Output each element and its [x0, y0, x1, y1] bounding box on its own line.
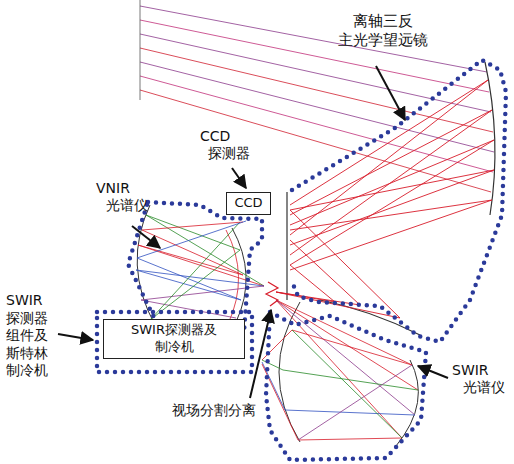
- callout-label: 视场分割分离: [172, 402, 256, 420]
- collimator-mirror: [137, 205, 155, 325]
- detector-box: CCD: [226, 192, 271, 215]
- light-ray: [140, 90, 491, 192]
- light-ray: [140, 6, 487, 72]
- light-ray: [146, 215, 264, 286]
- leader-arrow: [250, 310, 271, 398]
- light-ray: [146, 215, 240, 250]
- swir-spectrometer-region: [266, 312, 426, 460]
- light-ray: [276, 292, 400, 318]
- light-ray: [136, 270, 241, 300]
- light-ray: [276, 300, 402, 438]
- box-label: CCD: [233, 195, 264, 212]
- leader-arrow: [58, 334, 93, 340]
- aperture-line: [140, 0, 141, 100]
- light-ray: [290, 210, 400, 318]
- light-ray: [298, 438, 402, 440]
- light-ray: [137, 221, 246, 258]
- box-label: SWIR探测器及 制冷机: [110, 322, 238, 356]
- detector-box: SWIR探测器及 制冷机: [103, 319, 245, 359]
- primary-mirror: [485, 62, 495, 215]
- light-ray: [290, 170, 494, 245]
- light-ray: [290, 240, 360, 305]
- light-ray: [140, 62, 494, 152]
- secondary-mirror: [286, 192, 287, 300]
- light-ray: [285, 410, 415, 415]
- light-ray: [150, 222, 240, 320]
- callout-label: VNIR 光谱仪: [96, 180, 130, 213]
- light-ray: [292, 330, 402, 438]
- light-ray: [290, 80, 488, 205]
- swir-detector-region: [97, 312, 252, 372]
- leader-arrow: [376, 66, 405, 120]
- light-ray: [290, 200, 492, 230]
- light-ray: [140, 76, 493, 172]
- callout-label: SWIR 光谱仪: [452, 362, 489, 395]
- telescope-region: [292, 60, 506, 342]
- light-ray: [150, 250, 240, 320]
- light-ray: [290, 140, 494, 265]
- light-ray: [276, 300, 412, 365]
- light-ray: [140, 34, 491, 112]
- light-ray: [290, 140, 494, 225]
- light-ray: [142, 230, 243, 275]
- light-ray: [142, 222, 243, 230]
- leader-arrow: [232, 168, 246, 188]
- leader-arrow: [418, 366, 448, 378]
- field-splitter: [266, 282, 278, 306]
- callout-label: CCD 探测器: [200, 128, 230, 161]
- light-ray: [290, 110, 492, 215]
- light-ray: [298, 365, 412, 440]
- leader-arrow: [132, 226, 160, 248]
- light-ray: [140, 20, 489, 92]
- callout-label: SWIR 探测器 组件及 斯特林 制冷机: [6, 292, 48, 380]
- callout-label: 离轴三反 主光学望远镜: [338, 12, 428, 50]
- light-ray: [137, 258, 241, 300]
- light-ray: [290, 200, 492, 270]
